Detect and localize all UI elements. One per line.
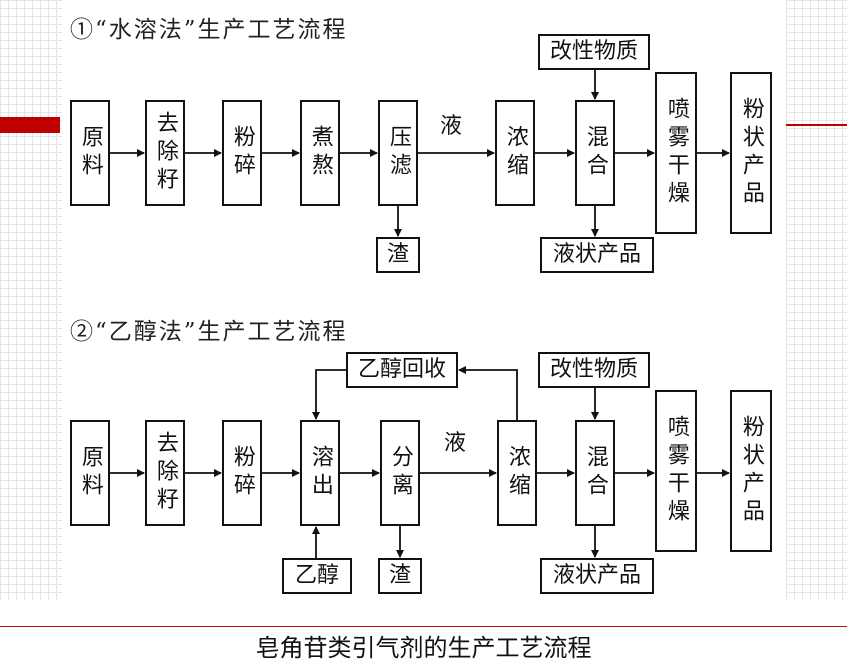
s2-arrow-recovery-in [458, 366, 518, 420]
s2-step-seed-removal: 去除籽 [145, 420, 185, 526]
s1-liquid-product-box: 液状产品 [540, 237, 654, 273]
slide-grid-decoration-left [0, 0, 62, 600]
s1-step-press-filter: 压滤 [378, 100, 418, 206]
slide-caption: 皂角苷类引气剂的生产工艺流程 [255, 634, 592, 662]
slide-red-accent-bar [0, 117, 60, 133]
s2-arrow-recovery-out [312, 369, 346, 420]
s2-step-mixing: 混合 [575, 420, 615, 526]
s2-liquid-product-box: 液状产品 [540, 558, 654, 594]
slide-bottom-line [0, 626, 847, 627]
s2-step-dissolution: 溶出 [300, 420, 340, 526]
s2-ethanol-recovery-box: 乙醇回收 [346, 352, 458, 388]
s2-step-powder-product: 粉状产品 [730, 390, 772, 552]
s1-liquid-label: 液 [440, 114, 463, 139]
s1-step-boiling: 煮熬 [300, 100, 340, 206]
s2-modifier-box: 改性物质 [538, 352, 650, 388]
s2-step-crushing: 粉碎 [222, 420, 262, 526]
slide-red-accent-line [786, 124, 847, 126]
s2-step-spray-drying: 喷雾干燥 [655, 390, 697, 552]
s1-residue-box: 渣 [376, 237, 420, 273]
s1-step-crushing: 粉碎 [222, 100, 262, 206]
flow-arrows [110, 70, 730, 558]
s2-step-separation: 分离 [380, 420, 420, 526]
section1-heading: ①“水溶法”生产工艺流程 [70, 17, 348, 43]
s1-step-spray-drying: 喷雾干燥 [655, 72, 697, 234]
slide-grid-decoration-right [786, 0, 847, 600]
s2-residue-box: 渣 [378, 558, 422, 594]
s2-liquid-label: 液 [444, 431, 467, 456]
s1-step-seed-removal: 去除籽 [145, 100, 185, 206]
s2-step-raw-material: 原料 [70, 420, 110, 526]
s1-step-raw-material: 原料 [70, 100, 110, 206]
s1-modifier-box: 改性物质 [538, 34, 650, 70]
s1-step-mixing: 混合 [575, 100, 615, 206]
s1-step-powder-product: 粉状产品 [730, 72, 772, 234]
s2-step-concentration: 浓缩 [497, 420, 537, 526]
s2-ethanol-box: 乙醇 [282, 558, 352, 594]
section2-heading: ②“乙醇法”生产工艺流程 [70, 319, 348, 345]
s1-step-concentration: 浓缩 [495, 100, 535, 206]
